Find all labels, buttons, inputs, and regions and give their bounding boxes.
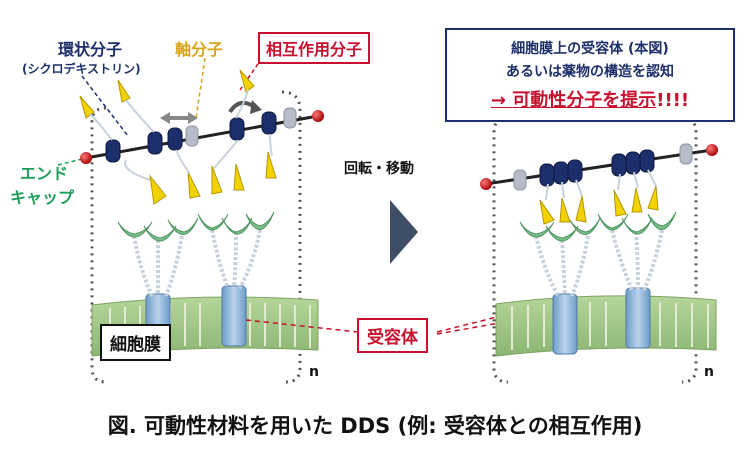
left-ring-3 (167, 127, 183, 151)
endcap-label-line1: エンド (20, 164, 69, 183)
recognition-line1: 細胞膜上の受容体 (本図) (511, 41, 669, 57)
right-receptor-1 (552, 293, 578, 355)
left-endcap-2 (312, 110, 324, 122)
repeat-n-left: n (309, 364, 319, 380)
play-right-icon (390, 200, 418, 264)
left-dotted-bracket-right (281, 90, 302, 384)
repeat-n-right: n (704, 364, 714, 380)
rotate-move-label: 回転・移動 (344, 161, 414, 177)
left-endcap-1 (80, 152, 92, 164)
left-cup-1 (117, 221, 153, 238)
double-arrow-icon (160, 112, 198, 124)
ring-leader-line (81, 75, 129, 137)
recognition-main: 可動性分子を提示 (512, 90, 657, 111)
receptor-label: 受容体 (357, 318, 428, 353)
axis-molecule-label: 軸分子 (175, 40, 224, 59)
left-panel (57, 57, 324, 384)
right-panel (480, 116, 718, 384)
left-cup-6 (245, 211, 275, 230)
interaction-molecule-label: 相互作用分子 (258, 32, 371, 64)
figure-caption: 図. 可動性材料を用いた DDS (例: 受容体との相互作用) (107, 414, 643, 438)
recognition-marks: !!!! (656, 90, 690, 111)
left-dotted-bracket (90, 106, 107, 384)
left-cup-5 (221, 217, 253, 235)
left-receptor-2 (221, 285, 247, 347)
cell-membrane-label: 細胞膜 (100, 324, 171, 361)
right-receptor-2 (625, 287, 651, 349)
ring-molecule-label: 環状分子 (58, 40, 123, 59)
recognition-box: 細胞膜上の受容体 (本図) あるいは薬物の構造を認知 → 可動性分子を提示!!!… (445, 28, 735, 122)
left-axis-molecule (85, 114, 319, 160)
left-cup-3 (167, 217, 199, 235)
left-ring-5 (261, 111, 277, 135)
left-cup-4 (197, 213, 229, 231)
endcap-label-line2: キャップ (10, 188, 75, 207)
left-ring-4 (229, 117, 245, 141)
left-ring-2 (147, 131, 163, 155)
ring-molecule-sublabel: (シクロデキストリン) (22, 62, 141, 76)
left-cup-2 (143, 225, 177, 242)
recognition-line3: → 可動性分子を提示!!!! (447, 86, 733, 112)
recognition-arrow: → (490, 90, 513, 111)
axis-leader-line (195, 57, 206, 119)
recognition-line2: あるいは薬物の構造を認知 (506, 64, 674, 80)
left-ring-1 (105, 139, 121, 163)
